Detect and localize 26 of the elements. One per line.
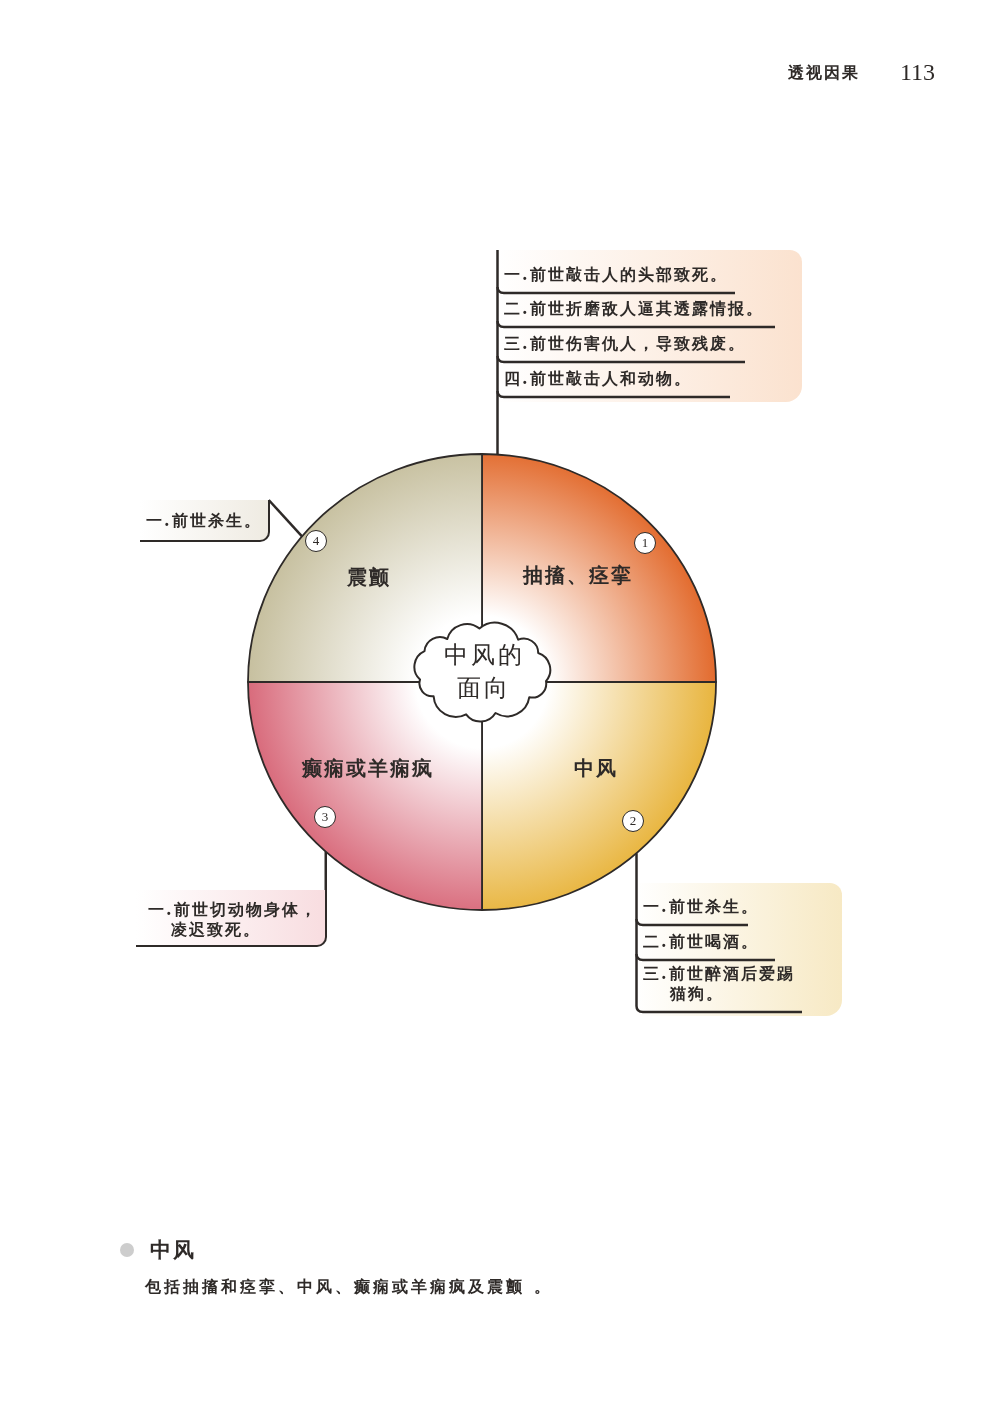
callout-text: 三.前世醉酒后爱踢猫狗。 — [643, 964, 796, 1004]
segment-label: 癫痫或羊痫疯 — [302, 755, 434, 781]
segment-label: 抽搐、痉挛 — [523, 562, 633, 588]
segment-label: 中风 — [574, 755, 618, 781]
callout-text: 四.前世敲击人和动物。 — [504, 369, 692, 389]
callout-box — [136, 890, 327, 947]
callout-panel — [635, 883, 842, 1016]
callout-text: 一.前世杀生。 — [146, 511, 262, 531]
connector-line — [324, 851, 327, 890]
callout-text: 二.前世喝酒。 — [643, 932, 759, 952]
page-number: 113 — [900, 60, 936, 84]
connector-line — [496, 402, 499, 455]
callout-text: 二.前世折磨敌人逼其透露情报。 — [504, 299, 764, 319]
callout-text: 三.前世伤害仇人，导致残废。 — [504, 334, 746, 354]
connector-line — [635, 853, 638, 883]
callout-text: 一.前世敲击人的头部致死。 — [504, 265, 728, 285]
segment-label: 震颤 — [347, 564, 391, 590]
callout-text: 一.前世杀生。 — [643, 897, 759, 917]
page-header: 透视因果 — [788, 62, 860, 84]
connector-line — [267, 499, 303, 538]
callout-box — [140, 500, 270, 542]
section-heading: 中风 — [150, 1238, 196, 1262]
cloud-label: 中风的面向 — [442, 640, 526, 704]
callout-text: 一.前世切动物身体，凌迟致死。 — [148, 900, 319, 940]
body-text: 包括抽搐和痉挛、中风、癫痫或羊痫疯及震颤 。 — [145, 1276, 553, 1298]
callout-panel — [496, 250, 802, 402]
